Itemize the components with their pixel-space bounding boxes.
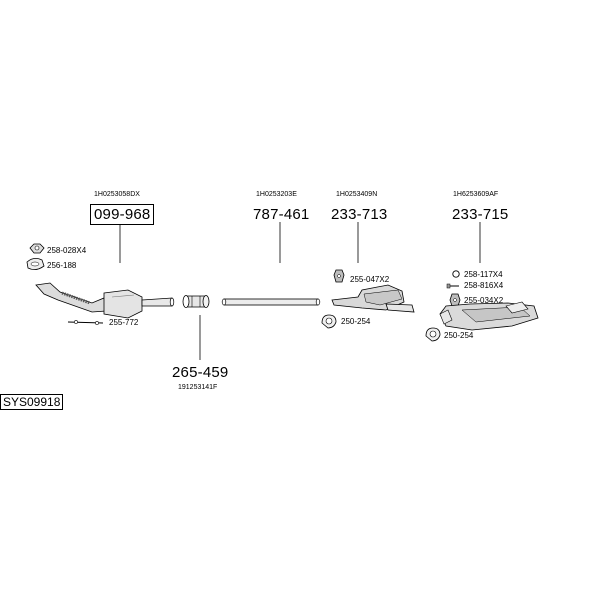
rear-silencer-part-number[interactable]: 233-715 <box>452 206 509 223</box>
pipe-part-number[interactable]: 787-461 <box>253 206 310 223</box>
nut-icon[interactable] <box>29 243 45 254</box>
rear-bolt-icon[interactable] <box>446 283 459 289</box>
clamp-oem-label: 191253141F <box>178 384 218 391</box>
middle-silencer-part[interactable] <box>331 284 415 313</box>
pipe-part[interactable] <box>221 298 321 306</box>
nut-part-number[interactable]: 258-028X4 <box>47 246 87 255</box>
pipe-oem-label: 1H0253203E <box>256 191 297 198</box>
rear-rubber-part-number[interactable]: 255-034X2 <box>464 296 504 305</box>
clamp-part[interactable] <box>182 295 210 308</box>
mid-clamp-icon[interactable] <box>321 314 337 329</box>
rear-silencer-part[interactable] <box>439 301 539 331</box>
gasket-icon[interactable] <box>26 258 45 270</box>
cat-hanger-icon[interactable] <box>67 320 104 325</box>
rear-bolt-part-number[interactable]: 258-816X4 <box>464 281 504 290</box>
gasket-part-number[interactable]: 256-188 <box>47 261 77 270</box>
rear-clamp-icon[interactable] <box>425 327 441 342</box>
mid-clamp-part-number[interactable]: 250-254 <box>341 317 371 326</box>
mid-rubber-icon[interactable] <box>333 269 345 283</box>
cat-hanger-part-number[interactable]: 255-772 <box>109 318 139 327</box>
rear-silencer-oem-label: 1H6253609AF <box>453 191 499 198</box>
diagram-code: SYS09918 <box>0 394 64 410</box>
rear-ring-icon[interactable] <box>452 270 460 278</box>
catalyst-part-number[interactable]: 099-968 <box>90 204 155 225</box>
catalyst-oem-label: 1H0253058DX <box>94 191 140 198</box>
rear-rubber-icon[interactable] <box>449 293 461 307</box>
catalyst-part[interactable] <box>35 282 175 319</box>
middle-silencer-oem-label: 1H0253409N <box>336 191 378 198</box>
rear-clamp-part-number[interactable]: 250-254 <box>444 331 474 340</box>
mid-rubber-part-number[interactable]: 255-047X2 <box>350 275 390 284</box>
clamp-part-number[interactable]: 265-459 <box>172 364 229 381</box>
rear-ring-part-number[interactable]: 258-117X4 <box>464 270 503 279</box>
middle-silencer-part-number[interactable]: 233-713 <box>331 206 388 223</box>
